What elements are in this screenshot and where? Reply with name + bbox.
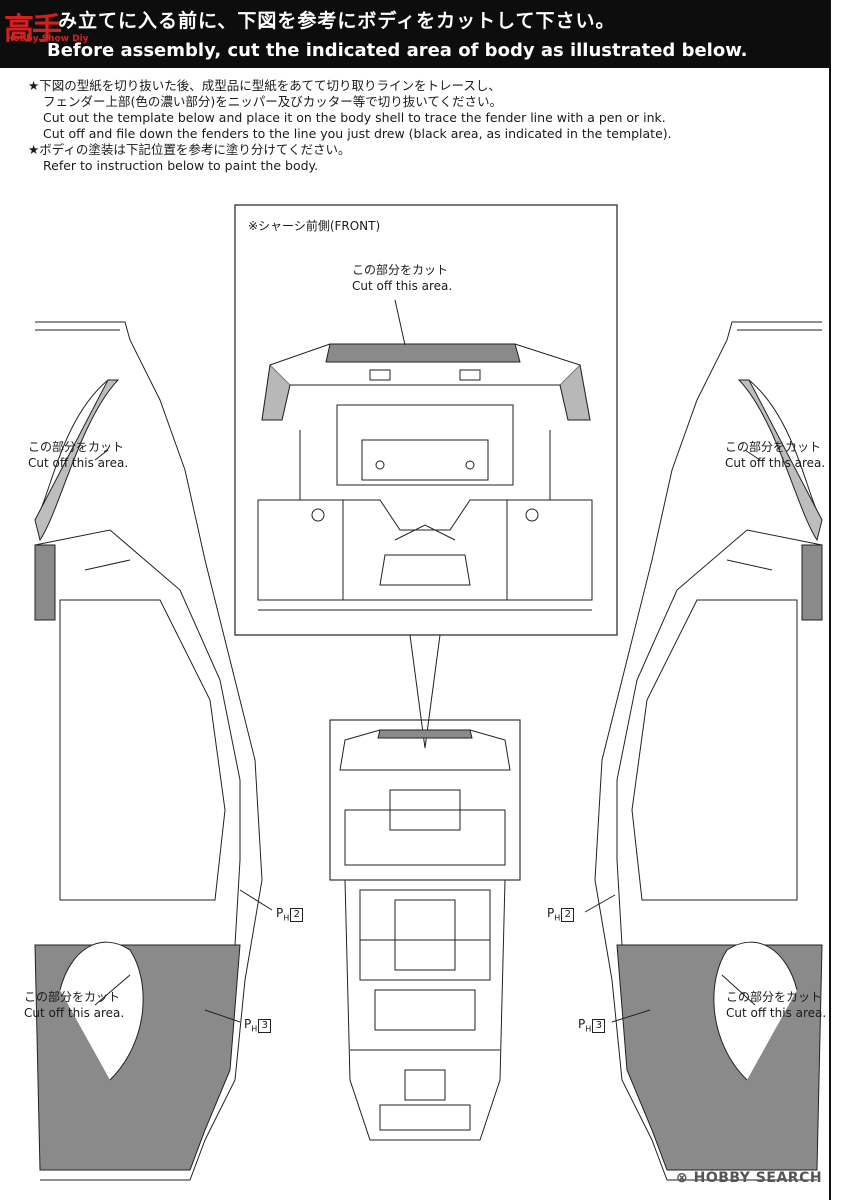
header-banner: み立てに入る前に、下図を参考にボディをカットして下さい。 Before asse… (0, 0, 829, 68)
left-body-side (34, 321, 263, 1181)
right-upper-cut-jp: この部分をカット (725, 440, 822, 454)
right-lower-cut-en: Cut off this area. (726, 1006, 827, 1020)
template-leader (394, 299, 406, 346)
right-upper-cut-area (737, 379, 823, 542)
header-english: Before assembly, cut the indicated area … (47, 40, 748, 61)
template-chassis-drawing (257, 343, 593, 611)
left-lower-leader (94, 974, 131, 1006)
left-lower-cut-callout: この部分をカット Cut off this area. (24, 989, 124, 1021)
note-2-jp-line-1: ★ボディの塗装は下記位置を参考に塗り分けてください。 (28, 142, 351, 157)
right-ph3-leader (611, 1009, 651, 1023)
template-pointer (409, 634, 441, 749)
template-frame-label: ※シャーシ前側(FRONT) (248, 219, 381, 233)
template-cut-area (325, 343, 521, 363)
note-1-jp-line-1: ★下図の型紙を切り抜いた後、成型品に型紙をあてて切り取りラインをトレースし、 (28, 78, 501, 93)
chassis-bottom-view (329, 719, 521, 1141)
hobby-search-watermark: ⊗ HOBBY SEARCH (676, 1170, 823, 1186)
logo-sub-text: Hobby Show Diy (6, 34, 89, 44)
right-ph2-leader (584, 894, 616, 913)
right-lower-leader (721, 974, 756, 1006)
template-cut-en: Cut off this area. (352, 279, 453, 293)
note-1-en-line-2: Cut off and file down the fenders to the… (43, 126, 672, 141)
right-lower-cut-callout: この部分をカット Cut off this area. (726, 989, 826, 1021)
left-upper-cut-en: Cut off this area. (28, 456, 129, 470)
left-upper-cut-jp: この部分をカット (28, 440, 125, 454)
left-upper-leader (94, 449, 109, 461)
note-1-jp-line-2: フェンダー上部(色の濃い部分)をニッパー及びカッター等で切り抜いてください。 (43, 94, 503, 109)
left-upper-cut-callout: この部分をカット Cut off this area. (28, 439, 128, 471)
right-body-side (594, 321, 823, 1181)
left-upper-cut-area (34, 379, 120, 542)
logo-main-text: 高手 (4, 12, 62, 47)
template-cut-callout: この部分をカット Cut off this area. (352, 262, 452, 294)
left-lower-cut-jp: この部分をカット (24, 990, 121, 1004)
template-cut-jp: この部分をカット (352, 263, 449, 277)
page-edge-rule (829, 0, 831, 1200)
instruction-notes: ★下図の型紙を切り抜いた後、成型品に型紙をあてて切り取りラインをトレースし、 フ… (28, 78, 672, 174)
header-japanese: み立てに入る前に、下図を参考にボディをカットして下さい。 (58, 10, 616, 32)
right-upper-leader (744, 449, 761, 461)
right-lower-cut-jp: この部分をカット (726, 990, 823, 1004)
left-ph2-leader (239, 889, 273, 911)
right-upper-cut-en: Cut off this area. (725, 456, 826, 470)
template-frame (234, 204, 618, 636)
site-logo: 高手 Hobby Show Diy (4, 4, 89, 48)
left-lower-cut-en: Cut off this area. (24, 1006, 125, 1020)
note-1-en-line-1: Cut out the template below and place it … (43, 110, 666, 125)
right-upper-cut-callout: この部分をカット Cut off this area. (725, 439, 825, 471)
left-ph3-leader (204, 1009, 241, 1023)
note-2-en-line-1: Refer to instruction below to paint the … (43, 158, 319, 173)
